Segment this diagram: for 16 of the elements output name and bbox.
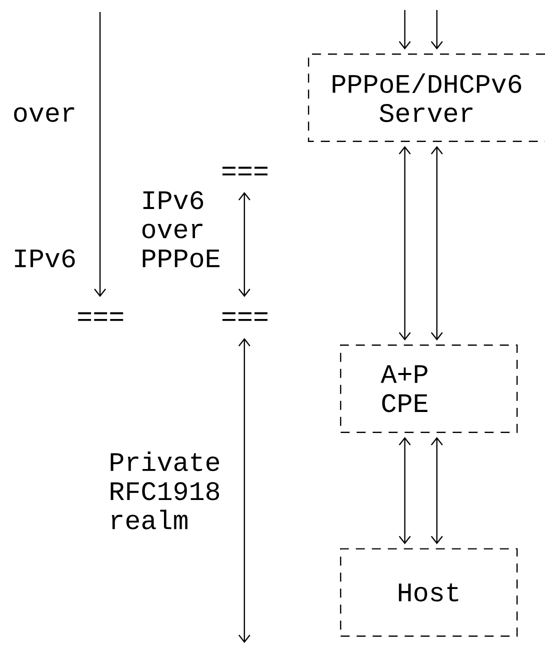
device-box: Host [340,548,518,637]
boundary-mark: === [78,312,124,321]
server-box: PPPoE/DHCPv6 Server [308,54,545,142]
arrow [398,146,411,340]
range-label: over [14,107,74,122]
boundary-mark: === [222,312,268,321]
arrow [398,437,411,544]
range-label: Private RFC1918 realm [110,452,220,530]
boundary-mark: === [222,166,268,176]
arrow [430,146,443,340]
range-label: IPv6 over PPPoE [142,191,220,268]
arrow [398,10,411,50]
arrow [430,437,443,544]
range-label: IPv6 [15,249,75,268]
device-box: A+P CPE [340,344,518,433]
arrow [430,10,443,50]
